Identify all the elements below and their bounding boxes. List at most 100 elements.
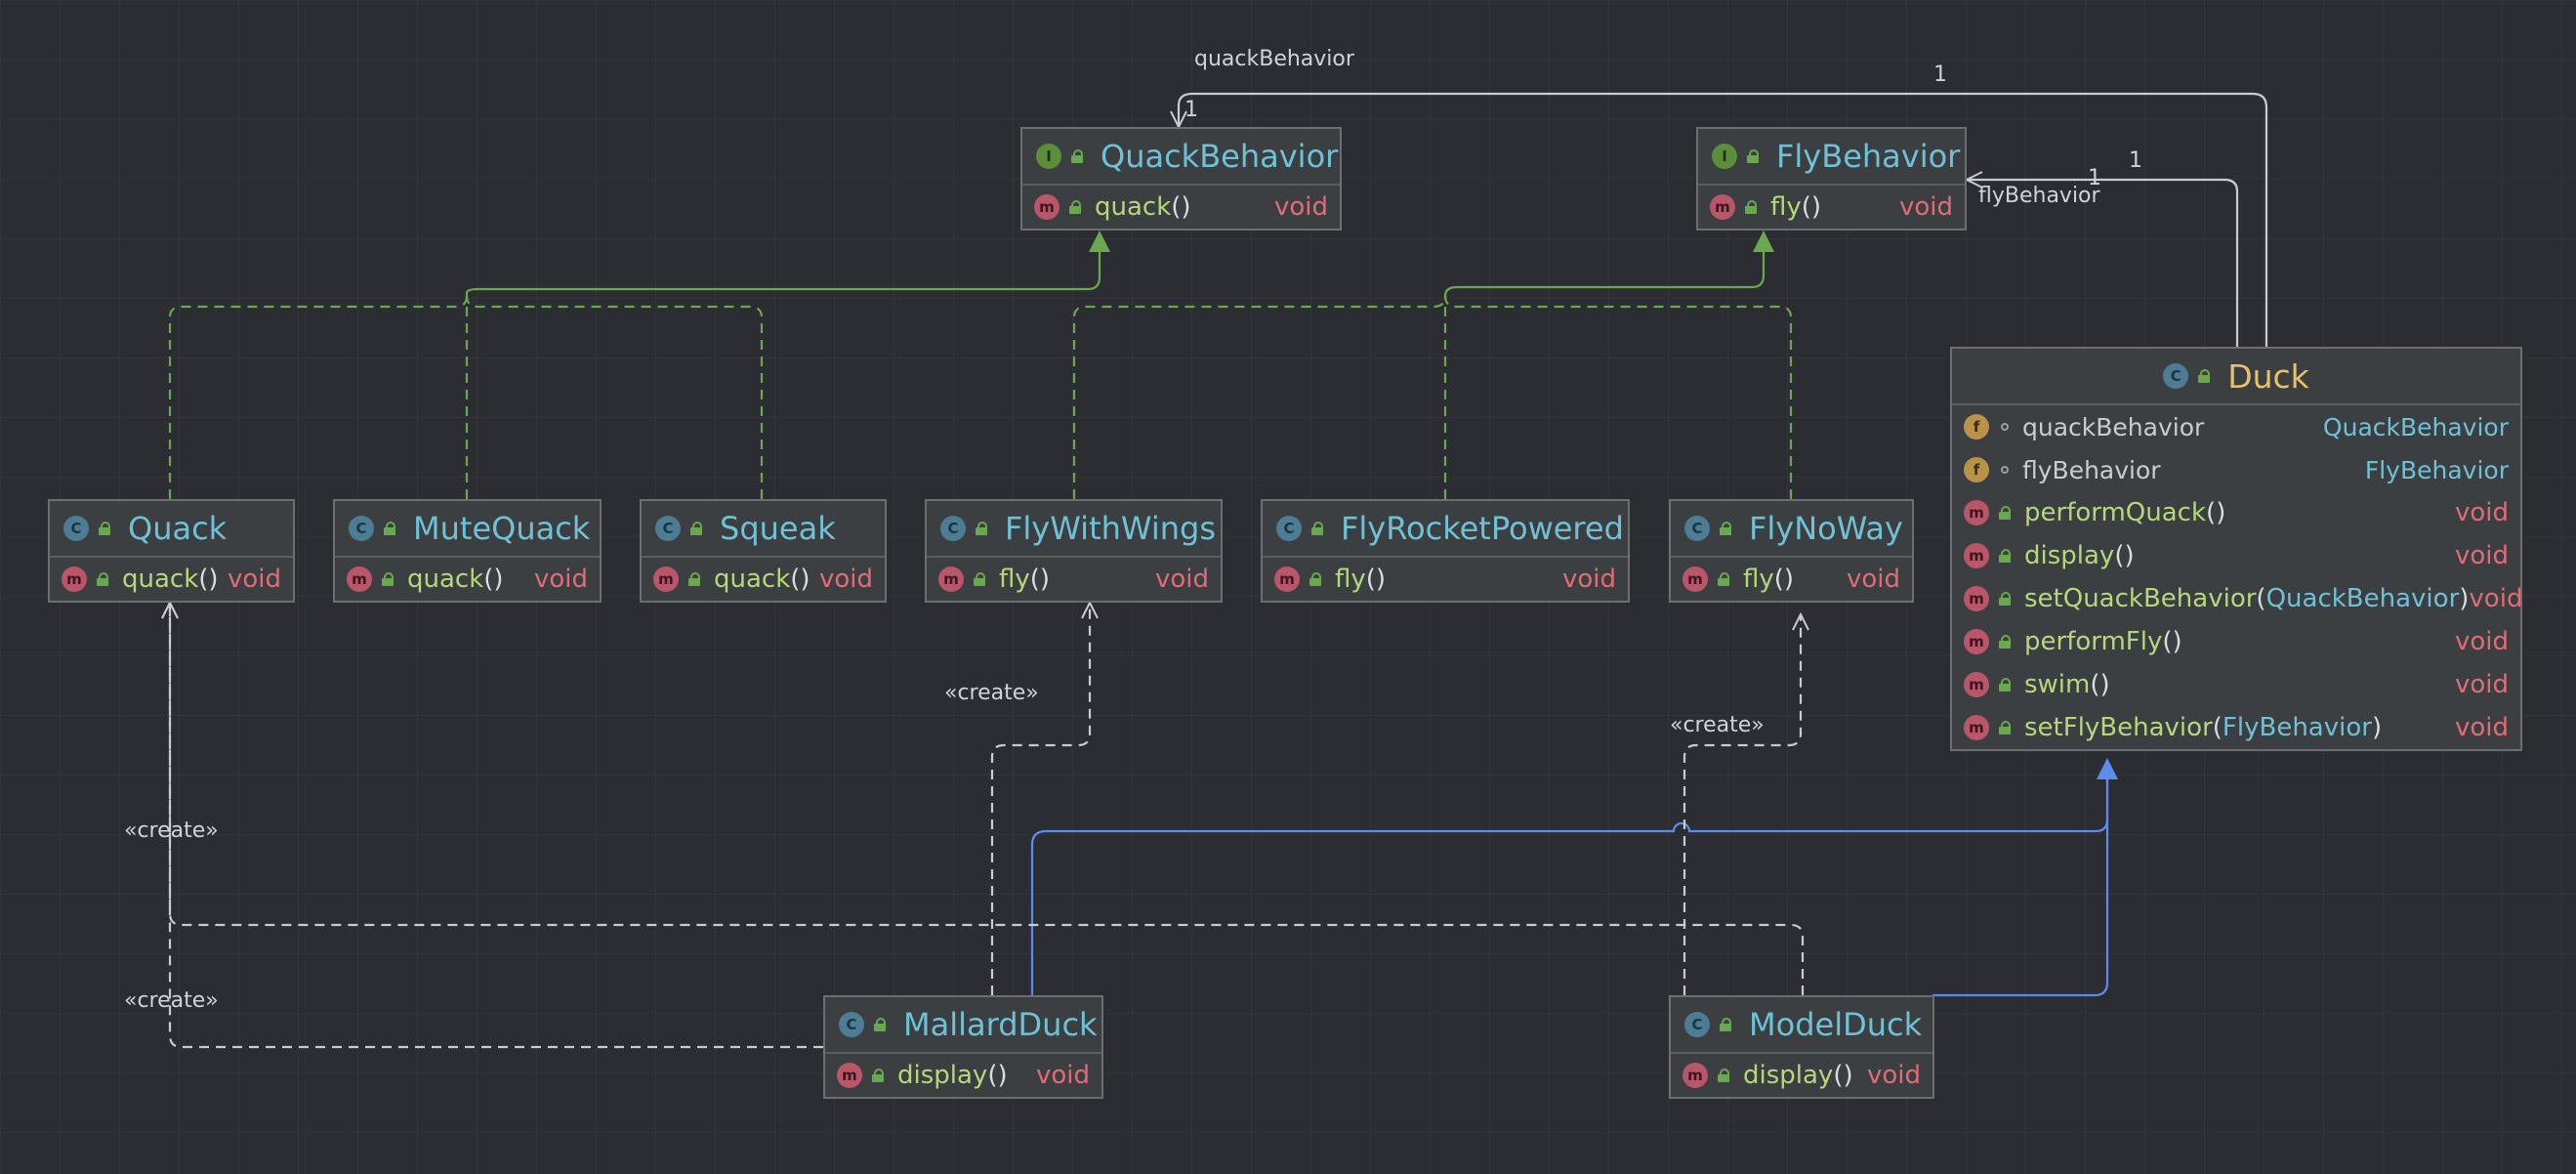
mutequack-method-row[interactable]: m quack() void [335, 558, 600, 601]
method-icon: m [1034, 194, 1059, 220]
method-name: fly() [1335, 565, 1387, 594]
method-icon: m [1710, 194, 1735, 220]
public-lock-icon [1311, 522, 1323, 535]
edge-quackbehavior-trunk [465, 231, 1110, 294]
public-lock-icon [384, 522, 395, 535]
flybehavior-role-label: flyBehavior [1978, 184, 2100, 208]
method-icon: m [1683, 566, 1708, 592]
edge-flynoway-to-flybehavior [1443, 295, 1793, 499]
association-edges [1179, 92, 2266, 347]
mallardduck-name: MallardDuck [903, 1006, 1098, 1043]
field-icon: f [1964, 457, 1989, 482]
method-name: quack() [407, 565, 504, 594]
mallardduck-method-row[interactable]: m display() void [825, 1054, 1101, 1097]
flybehavior-interface[interactable]: I FlyBehavior m fly() void [1696, 127, 1967, 231]
duck-field-row[interactable]: f quackBehavior QuackBehavior [1952, 405, 2520, 448]
flybehavior-method-row[interactable]: m fly() void [1698, 186, 1965, 229]
method-name: fly() [1743, 565, 1795, 594]
field-icon: f [1964, 414, 1989, 440]
method-name: display() [897, 1061, 1008, 1090]
return-type: void [1561, 565, 1616, 594]
return-type: void [2454, 670, 2509, 699]
quackbehavior-interface[interactable]: I QuackBehavior m quack() void [1020, 127, 1342, 231]
package-private-icon [2001, 466, 2009, 474]
public-lock-icon [688, 572, 700, 586]
method-name: quack() [122, 565, 219, 594]
public-lock-icon [1309, 572, 1321, 586]
dependency-edges [170, 603, 1805, 1049]
squeak-name: Squeak [720, 510, 836, 547]
modelduck-header: C ModelDuck [1671, 997, 1932, 1054]
squeak-method-row[interactable]: m quack() void [642, 558, 885, 601]
duck-method-row[interactable]: m swim() void [1952, 663, 2520, 706]
interface-icon: I [1036, 144, 1061, 169]
method-name: fly() [999, 565, 1051, 594]
class-icon: C [349, 516, 374, 541]
flyrocketpowered-class[interactable]: C FlyRocketPowered m fly() void [1261, 499, 1630, 603]
mutequack-header: C MuteQuack [335, 501, 600, 558]
public-lock-icon [1999, 592, 2011, 606]
duck-abstract-class[interactable]: C Duck f quackBehavior QuackBehavior f f… [1950, 347, 2522, 751]
quackbehavior-name: QuackBehavior [1101, 138, 1339, 175]
duck-field-row[interactable]: f flyBehavior FlyBehavior [1952, 448, 2520, 491]
edge-mallard-create-quack [170, 603, 823, 1049]
method-icon: m [938, 566, 964, 592]
method-icon: m [1964, 672, 1989, 697]
edge-flywithwings-to-flybehavior [1072, 295, 1447, 499]
quack-class[interactable]: C Quack m quack() void [48, 499, 295, 603]
return-type: void [533, 565, 588, 594]
modelduck-method-row[interactable]: m display() void [1671, 1054, 1932, 1097]
modelduck-class[interactable]: C ModelDuck m display() void [1669, 995, 1934, 1099]
edge-modelduck-create-quack [170, 603, 1805, 995]
method-name: fly() [1770, 192, 1822, 222]
public-lock-icon [874, 1018, 886, 1031]
return-type: void [2454, 541, 2509, 570]
flywithwings-name: FlyWithWings [1005, 510, 1216, 547]
public-lock-icon [690, 522, 702, 535]
flywithwings-method-row[interactable]: m fly() void [927, 558, 1221, 601]
flywithwings-class[interactable]: C FlyWithWings m fly() void [925, 499, 1223, 603]
public-lock-icon [1747, 149, 1759, 163]
flyrocketpowered-name: FlyRocketPowered [1341, 510, 1624, 547]
duck-method-row[interactable]: m setQuackBehavior(QuackBehavior) void [1952, 577, 2522, 620]
duck-method-row[interactable]: m display() void [1952, 534, 2520, 577]
field-type: FlyBehavior [2364, 455, 2509, 484]
flynoway-method-row[interactable]: m fly() void [1671, 558, 1912, 601]
public-lock-icon [974, 572, 985, 586]
method-icon: m [1964, 586, 1989, 611]
method-name: setQuackBehavior(QuackBehavior) [2024, 584, 2470, 613]
method-name: display() [2024, 541, 2135, 570]
squeak-class[interactable]: C Squeak m quack() void [640, 499, 887, 603]
duck-method-row[interactable]: m performQuack() void [1952, 491, 2520, 534]
return-type: void [1898, 192, 1953, 222]
duck-name: Duck [2227, 356, 2309, 396]
mallardduck-class[interactable]: C MallardDuck m display() void [823, 995, 1103, 1099]
public-lock-icon [1999, 721, 2011, 734]
flynoway-class[interactable]: C FlyNoWay m fly() void [1669, 499, 1914, 603]
public-lock-icon [1069, 200, 1081, 214]
quack-method-row[interactable]: m quack() void [50, 558, 293, 601]
duck-method-row[interactable]: m setFlyBehavior(FlyBehavior) void [1952, 706, 2520, 749]
method-icon: m [1683, 1063, 1708, 1088]
mutequack-class[interactable]: C MuteQuack m quack() void [333, 499, 602, 603]
create-flynoway-label: «create» [1670, 713, 1765, 737]
method-name: quack() [714, 565, 810, 594]
generalization-edges [1030, 758, 2118, 997]
duck-method-row[interactable]: m performFly() void [1952, 620, 2520, 663]
method-name: setFlyBehavior(FlyBehavior) [2024, 713, 2383, 742]
class-icon: C [63, 516, 89, 541]
public-lock-icon [976, 522, 987, 535]
realization-edges-quack [168, 293, 764, 499]
quackbehavior-method-row[interactable]: m quack() void [1022, 186, 1340, 229]
public-lock-icon [1718, 572, 1729, 586]
return-type: void [1846, 565, 1900, 594]
flywithwings-header: C FlyWithWings [927, 501, 1221, 558]
public-lock-icon [1071, 149, 1083, 163]
create-quack-label-upper: «create» [124, 818, 219, 843]
quackbehavior-duck-multiplicity: 1 [1933, 63, 1947, 87]
flyrocketpowered-method-row[interactable]: m fly() void [1263, 558, 1628, 601]
method-name: swim() [2024, 670, 2110, 699]
flybehavior-name: FlyBehavior [1776, 138, 1961, 175]
field-type: QuackBehavior [2322, 412, 2509, 441]
